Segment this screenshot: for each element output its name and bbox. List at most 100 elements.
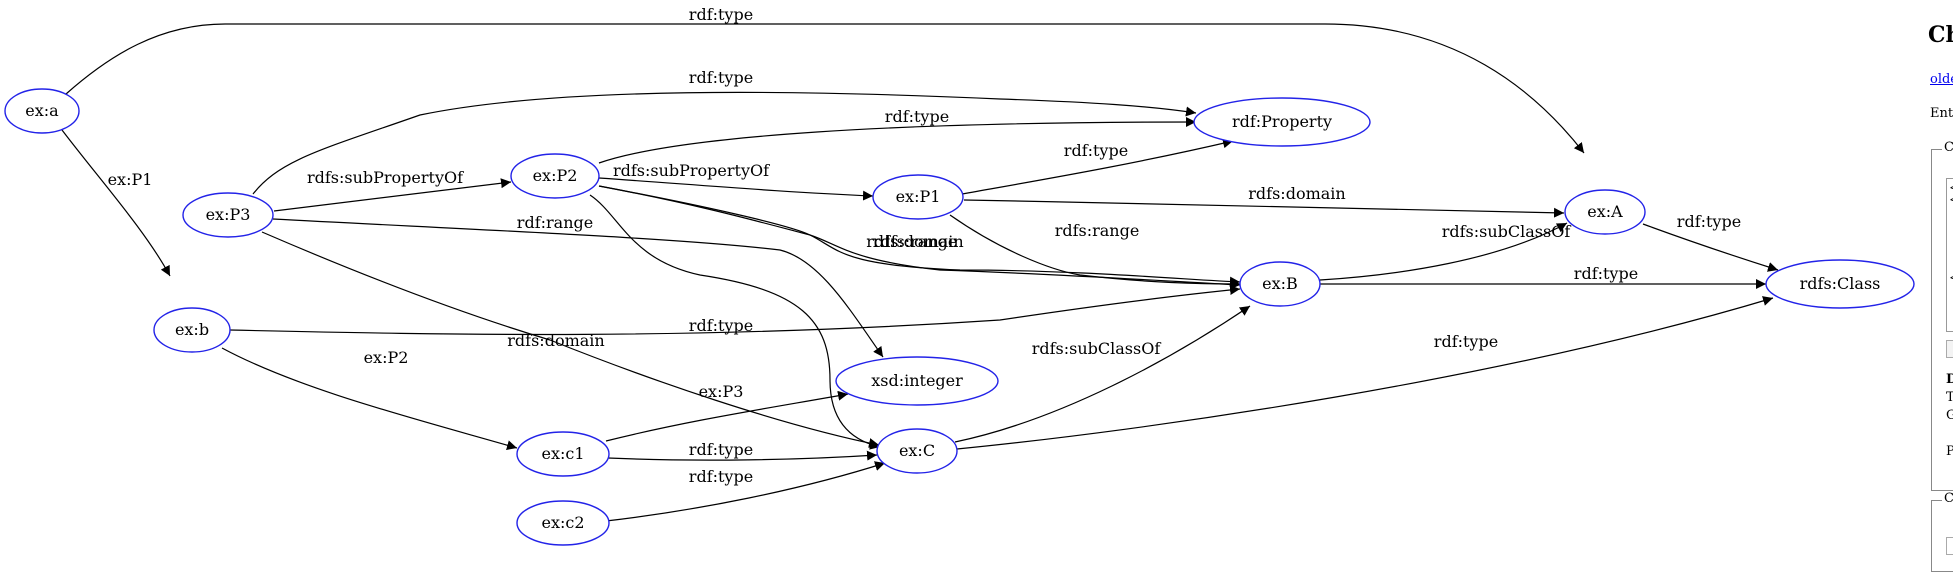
node-label: rdfs:Class xyxy=(1800,274,1881,293)
edge-B-A xyxy=(1319,222,1568,281)
edge-c1-C xyxy=(607,450,878,461)
fieldset-legend: C xyxy=(1942,140,1953,155)
node-c2[interactable]: ex:c2 xyxy=(516,500,610,546)
edge-C-B xyxy=(954,305,1251,443)
submit-button[interactable] xyxy=(1946,340,1953,358)
edge-label: rdf:type xyxy=(689,467,753,486)
node-integer[interactable]: xsd:integer xyxy=(835,356,999,406)
textarea-line: < xyxy=(1950,181,1953,194)
edge-label: rdfs:subClassOf xyxy=(1442,222,1572,241)
edge-label: rdf:type xyxy=(885,107,949,126)
node-ellipse xyxy=(182,192,274,238)
edge-label: rdf:type xyxy=(1574,264,1638,283)
edge-label: rdfs:subPropertyOf xyxy=(307,168,464,187)
node-p3[interactable]: ex:P3 xyxy=(182,192,274,238)
node-label: xsd:integer xyxy=(871,371,963,390)
edge-label: ex:P2 xyxy=(364,348,409,367)
edge-label: rdfs:range xyxy=(873,232,958,251)
node-ellipse xyxy=(153,307,231,353)
node-label: ex:P1 xyxy=(896,187,941,206)
node-c[interactable]: ex:C xyxy=(876,428,958,474)
textarea-line: < xyxy=(1950,271,1953,284)
edge-b-c1 xyxy=(221,347,518,451)
node-label: ex:A xyxy=(1587,202,1623,221)
node-label: ex:c1 xyxy=(541,444,584,463)
node-label: ex:c2 xyxy=(541,513,584,532)
edge-label: rdf:type xyxy=(689,440,753,459)
node-p2[interactable]: ex:P2 xyxy=(510,153,600,199)
node-ellipse xyxy=(510,153,600,199)
edge-c1-integer xyxy=(605,390,849,442)
edge-label: rdfs:subClassOf xyxy=(1032,339,1162,358)
node-class[interactable]: rdfs:Class xyxy=(1765,259,1915,309)
edge-P2-C xyxy=(589,194,881,450)
node-label: ex:b xyxy=(175,320,209,339)
node-b[interactable]: ex:B xyxy=(1239,261,1321,307)
side-panel: Ch olde Ente C < < < D T G P C xyxy=(1928,0,1953,572)
edge-c2-C xyxy=(605,461,886,522)
node-a[interactable]: ex:a xyxy=(4,88,80,134)
edge-label: rdfs:domain xyxy=(507,331,604,350)
edge-b-B xyxy=(229,285,1241,336)
node-ellipse xyxy=(1239,261,1321,307)
input-fieldset: C xyxy=(1931,140,1953,491)
node-ellipse xyxy=(876,428,958,474)
edge-P3-integer xyxy=(272,218,884,358)
node-ellipse xyxy=(516,431,610,477)
node-label: ex:P2 xyxy=(533,166,578,185)
edge-P3-P2 xyxy=(273,178,512,212)
node-ellipse xyxy=(4,88,80,134)
node-a[interactable]: ex:A xyxy=(1564,189,1646,235)
node-c1[interactable]: ex:c1 xyxy=(516,431,610,477)
edge-label: rdf:type xyxy=(1677,212,1741,231)
edge-P3-Property xyxy=(252,91,1197,195)
edge-P3-C xyxy=(261,231,880,448)
node-label: ex:a xyxy=(25,101,59,120)
node-p1[interactable]: ex:P1 xyxy=(872,174,964,220)
info-line: T xyxy=(1946,390,1953,405)
node-property[interactable]: rdf:Property xyxy=(1193,97,1371,147)
fieldset-legend: C xyxy=(1942,491,1953,506)
edge-label: rdfs:range xyxy=(1055,221,1140,240)
edge-P2-Property xyxy=(598,117,1197,164)
edge-P1-A xyxy=(963,199,1565,218)
node-ellipse xyxy=(1193,97,1371,147)
edge-label: rdf:type xyxy=(1434,332,1498,351)
panel-title: Ch xyxy=(1928,22,1953,48)
edge-A-Class xyxy=(1642,223,1779,272)
info-line: P xyxy=(1946,444,1953,459)
node-ellipse xyxy=(835,356,999,406)
node-label: ex:P3 xyxy=(206,205,251,224)
node-label: rdf:Property xyxy=(1232,112,1332,131)
option-input[interactable] xyxy=(1946,537,1953,555)
edge-label: rdf:type xyxy=(689,316,753,335)
info-line: G xyxy=(1946,408,1953,423)
edge-label: rdf:type xyxy=(689,5,753,24)
edge-C-Class xyxy=(956,296,1774,450)
enter-text: Ente xyxy=(1930,106,1953,121)
node-b[interactable]: ex:b xyxy=(153,307,231,353)
edge-a-A xyxy=(65,23,1585,154)
edge-P2-integer xyxy=(598,185,1241,287)
edge-a-b xyxy=(61,129,171,277)
data-textarea[interactable]: < < < xyxy=(1946,178,1953,332)
edge-P2-P1 xyxy=(598,177,874,201)
node-label: ex:C xyxy=(899,441,935,460)
edge-label: ex:P3 xyxy=(699,382,744,401)
node-ellipse xyxy=(872,174,964,220)
info-line: D xyxy=(1946,372,1953,387)
edge-label: rdfs:domain xyxy=(1248,184,1345,203)
options-fieldset: C xyxy=(1931,491,1953,572)
edge-P1-B xyxy=(949,214,1241,289)
edge-P1-Property xyxy=(961,138,1234,195)
node-label: ex:B xyxy=(1262,274,1298,293)
edge-label: rdf:type xyxy=(1064,141,1128,160)
edge-P2-B xyxy=(598,185,1241,290)
older-link[interactable]: olde xyxy=(1930,72,1953,87)
edge-label: rdf:type xyxy=(689,68,753,87)
rdf-graph: rdf:type ex:P1 rdf:type rdf:type rdf:type rdf… xyxy=(4,5,1915,546)
edge-label: ex:P1 xyxy=(108,170,153,189)
node-ellipse xyxy=(1765,259,1915,309)
edge-label: rdf:range xyxy=(517,213,593,232)
node-ellipse xyxy=(1564,189,1646,235)
